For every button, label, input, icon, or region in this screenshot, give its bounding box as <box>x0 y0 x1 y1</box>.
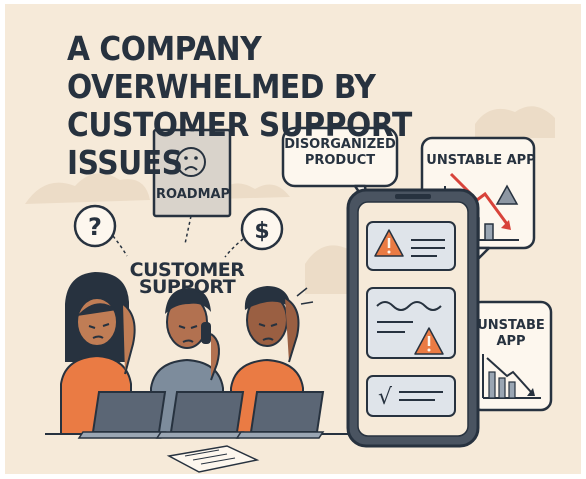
page-title: A COMPANY OVERWHELMED BY CUSTOMER SUPPOR… <box>67 30 517 182</box>
disorganized-line-2: PRODUCT <box>304 153 376 168</box>
unstabe-line-2: APP <box>496 334 526 349</box>
phone-handset-icon <box>201 322 211 344</box>
smartphone: √ <box>346 188 480 448</box>
title-line-2: CUSTOMER SUPPORT ISSUES <box>67 105 412 182</box>
disorganized-product-label: DISORGANIZED PRODUCT <box>284 137 396 169</box>
unstabe-line-1: UNSTABE <box>477 318 545 333</box>
sad-face-icon <box>176 147 206 177</box>
question-bubble: ? <box>73 204 128 257</box>
scene-illustration: ? $ <box>25 106 555 473</box>
unstabe-app-label: UNSTABE APP <box>475 318 547 350</box>
question-icon: ? <box>88 213 102 241</box>
unstable-app-label: UNSTABLE APP <box>426 153 536 168</box>
illustration-frame: ? $ <box>5 4 581 474</box>
check-icon: √ <box>378 385 393 410</box>
down-trend-icon <box>449 172 509 225</box>
desk-papers <box>166 445 260 473</box>
customer-support-label: CUSTOMER SUPPORT <box>129 259 245 298</box>
roadmap-label: ROADMAP <box>156 187 231 202</box>
unstabe-chart-bubble-bottom <box>455 300 553 412</box>
disorganized-line-1: DISORGANIZED <box>284 137 396 152</box>
laptops <box>77 391 325 439</box>
dollar-icon: $ <box>254 219 269 244</box>
dollar-bubble: $ <box>224 207 284 258</box>
roadmap-board <box>152 128 232 245</box>
title-line-1: A COMPANY OVERWHELMED BY <box>67 29 376 106</box>
